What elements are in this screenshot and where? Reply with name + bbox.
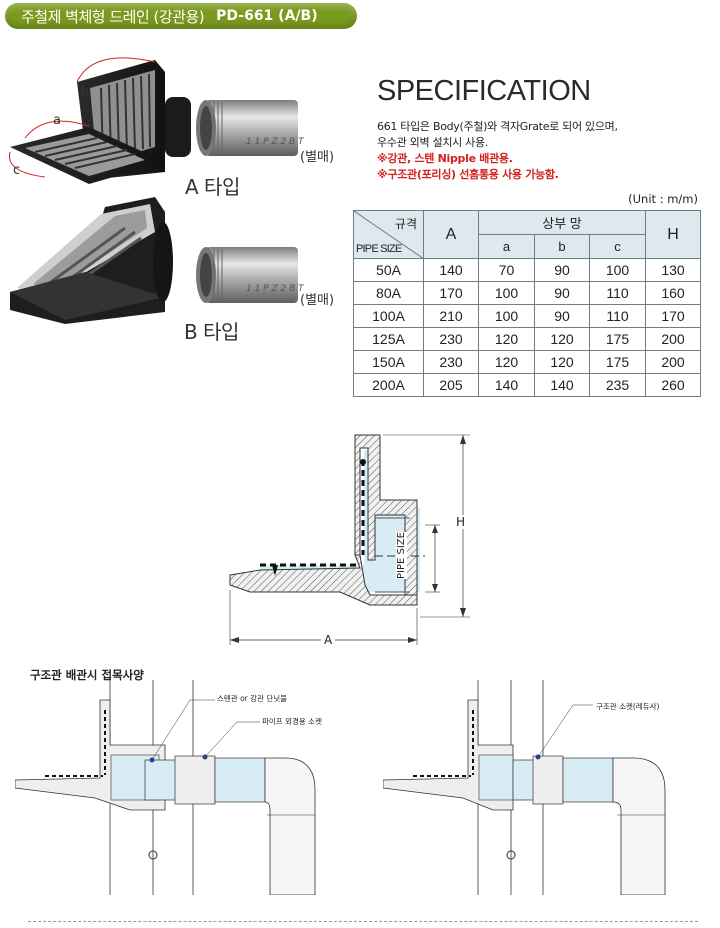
header-grate: 상부 망: [478, 210, 646, 235]
header-a: A: [423, 210, 479, 259]
cell: 140: [478, 373, 535, 397]
cell: 130: [645, 258, 701, 282]
cell: 125A: [353, 327, 424, 351]
cell: 200: [645, 327, 701, 351]
cell: 205: [423, 373, 479, 397]
cell: 80A: [353, 281, 424, 305]
product-photo-b: [5, 192, 175, 332]
header-sub-c: c: [589, 234, 646, 259]
cell: 90: [534, 281, 590, 305]
header-sub-b: b: [534, 234, 590, 259]
cell: 230: [423, 327, 479, 351]
cell: 120: [478, 327, 535, 351]
cell: 140: [534, 373, 590, 397]
type-a-label: A 타입: [185, 175, 240, 199]
header-sub-a: a: [478, 234, 535, 259]
connection-drawing-right: [383, 680, 703, 895]
cell: 50A: [353, 258, 424, 282]
cell: 110: [589, 281, 646, 305]
cell: 120: [534, 350, 590, 374]
dim-a-label: a: [53, 113, 61, 128]
dim-a-label-drawing: A: [321, 633, 336, 647]
separate-sale-label-b: (별매): [300, 293, 335, 308]
cell: 150A: [353, 350, 424, 374]
table-corner-header: 규격 PIPE SIZE: [353, 210, 424, 259]
dim-c-label: c: [13, 163, 20, 178]
pipe-photo-a: 1 1 P Z 2 B T: [188, 96, 306, 162]
cell: 200A: [353, 373, 424, 397]
svg-text:1 1 P Z 2 B T: 1 1 P Z 2 B T: [246, 137, 305, 147]
type-b-label: B 타입: [184, 320, 239, 344]
callout-reducer-socket: 구조관 소켓(레듀사): [596, 702, 660, 711]
spec-heading: SPECIFICATION: [377, 75, 591, 107]
cell: 90: [534, 258, 590, 282]
spec-description: 661 타입은 Body(주철)와 격자Grate로 되어 있으며, 우수관 외…: [377, 119, 618, 183]
separate-sale-label-a: (별매): [300, 150, 335, 165]
cell: 230: [423, 350, 479, 374]
cell: 140: [423, 258, 479, 282]
product-photo-a: b a c: [5, 52, 200, 187]
unit-label: (Unit : m/m): [628, 192, 698, 206]
cell: 100: [478, 304, 535, 328]
cell: 110: [589, 304, 646, 328]
dim-pipe-size-label: PIPE SIZE: [395, 532, 407, 579]
cell: 235: [589, 373, 646, 397]
header-h: H: [645, 210, 701, 259]
cell: 210: [423, 304, 479, 328]
cell: 100: [478, 281, 535, 305]
cell: 175: [589, 327, 646, 351]
spec-line: 661 타입은 Body(주철)와 격자Grate로 되어 있으며,: [377, 120, 618, 133]
cell: 170: [423, 281, 479, 305]
spec-note: ※구조관(포리싱) 선홈통용 사용 가능함.: [377, 168, 559, 181]
dim-b-label: b: [81, 85, 89, 100]
bottom-divider: [28, 921, 698, 922]
cell: 200: [645, 350, 701, 374]
connection-title: 구조관 배관시 접목사양: [30, 668, 144, 682]
cell: 160: [645, 281, 701, 305]
cell: 120: [534, 327, 590, 351]
cell: 90: [534, 304, 590, 328]
cell: 100A: [353, 304, 424, 328]
cell: 170: [645, 304, 701, 328]
dim-h-label: H: [454, 515, 468, 529]
spec-line: 우수관 외벽 설치시 사용.: [377, 136, 488, 149]
cell: 175: [589, 350, 646, 374]
model-number: PD-661 (A/B): [216, 8, 318, 24]
cell: 100: [589, 258, 646, 282]
callout-socket: 파이프 외경용 소켓: [262, 717, 322, 726]
callout-nipple: 스텐관 or 강관 단닛블: [217, 694, 288, 703]
cell: 260: [645, 373, 701, 397]
title-bar: 주철제 벽체형 드레인 (강관용) PD-661 (A/B): [5, 3, 357, 29]
header-spec-label: 규격: [394, 217, 417, 231]
spec-note: ※강관, 스텐 Nipple 배관용.: [377, 152, 513, 165]
cell: 120: [478, 350, 535, 374]
pipe-photo-b: 1 1 P Z 2 B T: [188, 243, 306, 309]
header-pipe-size-label: PIPE SIZE: [356, 243, 402, 255]
svg-text:1 1 P Z 2 B T: 1 1 P Z 2 B T: [246, 284, 305, 294]
section-drawing: [220, 420, 490, 655]
page-title: 주철제 벽체형 드레인 (강관용): [21, 7, 205, 26]
cell: 70: [478, 258, 535, 282]
connection-drawing-left: [15, 680, 350, 895]
